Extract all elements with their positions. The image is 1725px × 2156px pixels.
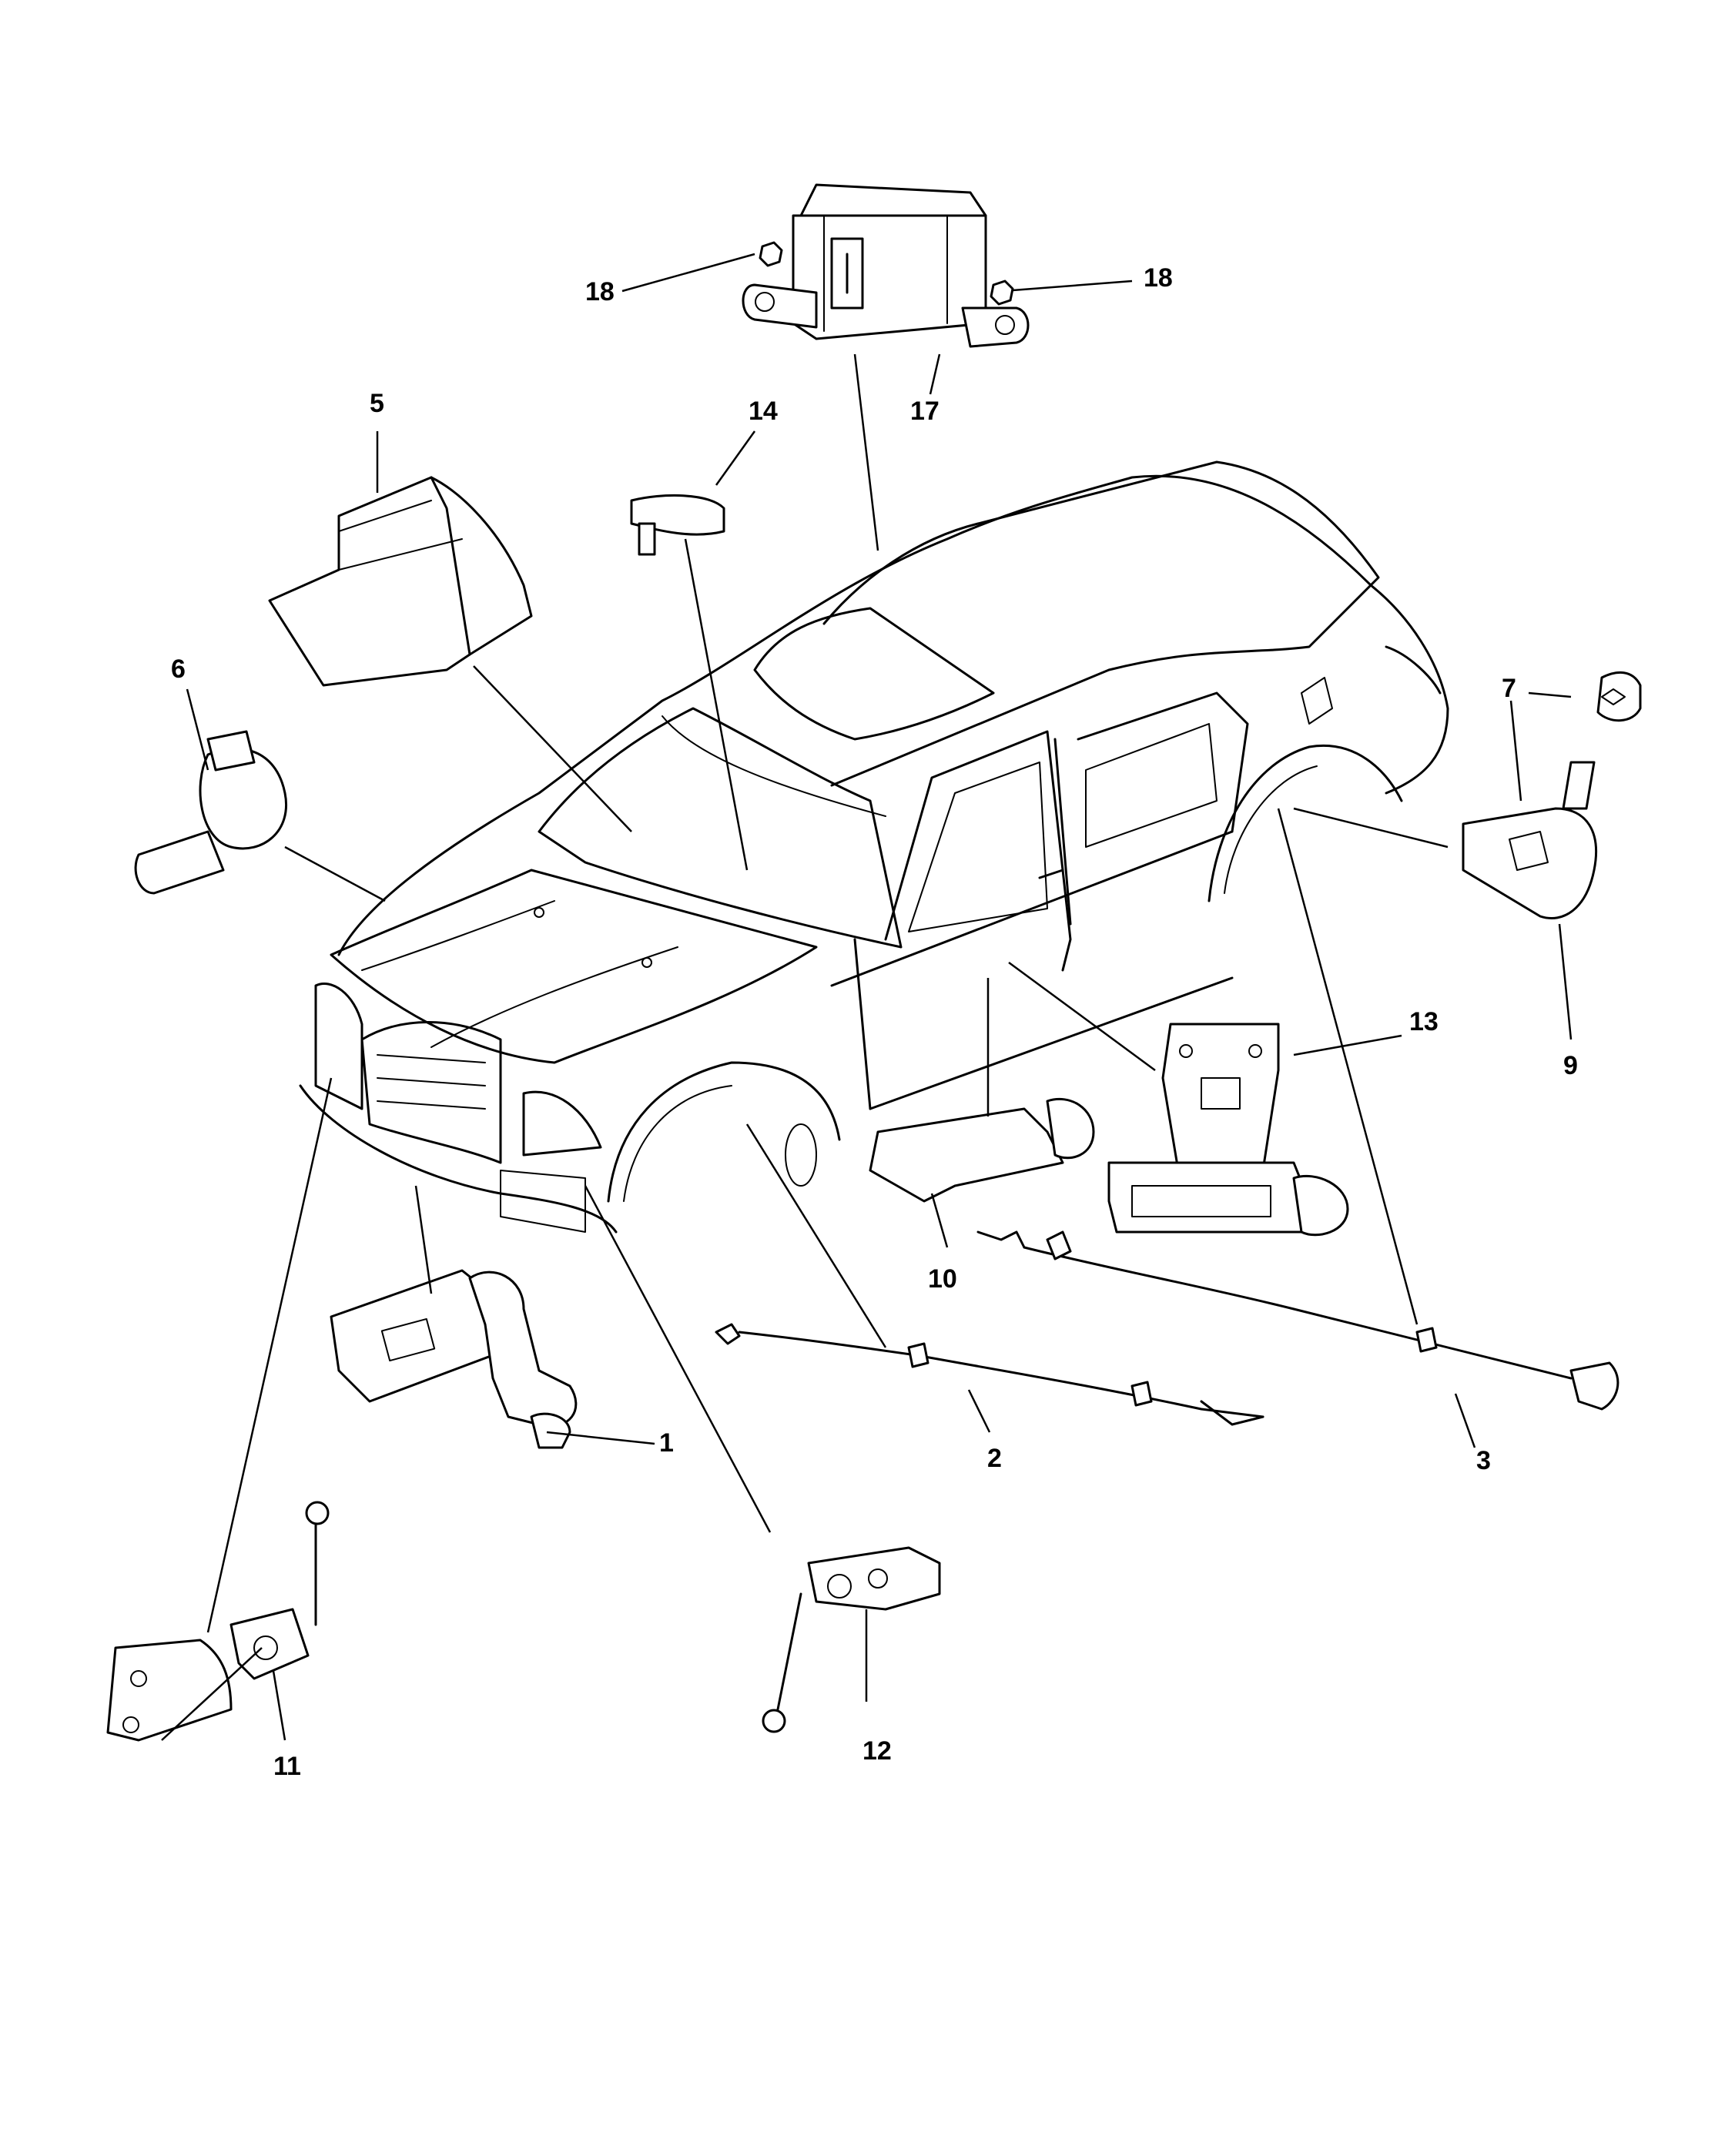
- callout-11: 11: [273, 1752, 301, 1781]
- part-12-height-sensor: [762, 1546, 941, 1733]
- part-6-sensor: [134, 730, 287, 895]
- part-2-wheel-speed-sensor: [715, 1323, 1264, 1426]
- callout-5: 5: [370, 389, 384, 418]
- part-9-tpms-sensor: [1462, 761, 1598, 919]
- callout-1: 1: [659, 1428, 674, 1458]
- callout-2: 2: [987, 1444, 1002, 1473]
- callout-13: 13: [1409, 1007, 1439, 1036]
- callout-7: 7: [1502, 674, 1516, 703]
- callout-3: 3: [1476, 1446, 1491, 1475]
- part-17-module: [742, 183, 1030, 348]
- part-11-height-sensor: [106, 1501, 330, 1742]
- callout-14: 14: [749, 397, 778, 426]
- callout-18-left: 18: [585, 277, 615, 306]
- callout-labels: 18 18 17 14 5 6 7 9 13 10 1 2 3 11 12: [171, 263, 1578, 1781]
- part-3-wheel-speed-sensor: [976, 1230, 1619, 1411]
- callout-9: 9: [1563, 1051, 1578, 1080]
- callout-12: 12: [862, 1736, 892, 1766]
- leader-lines: [161, 253, 1573, 1741]
- callout-6: 6: [171, 654, 186, 684]
- callout-17: 17: [910, 397, 940, 426]
- part-10-sensor: [869, 1097, 1095, 1203]
- part-1-sensor: [330, 1269, 578, 1449]
- vehicle-body: [299, 460, 1449, 1234]
- part-5-module: [268, 476, 533, 687]
- callout-18-right: 18: [1144, 263, 1173, 293]
- part-14-sensor: [630, 494, 725, 556]
- part-18-nut-left: [759, 241, 783, 267]
- part-18-nut-right: [990, 280, 1014, 306]
- part-7-cap: [1596, 671, 1642, 722]
- callout-10: 10: [928, 1264, 957, 1294]
- part-13-bracket: [1107, 1023, 1349, 1237]
